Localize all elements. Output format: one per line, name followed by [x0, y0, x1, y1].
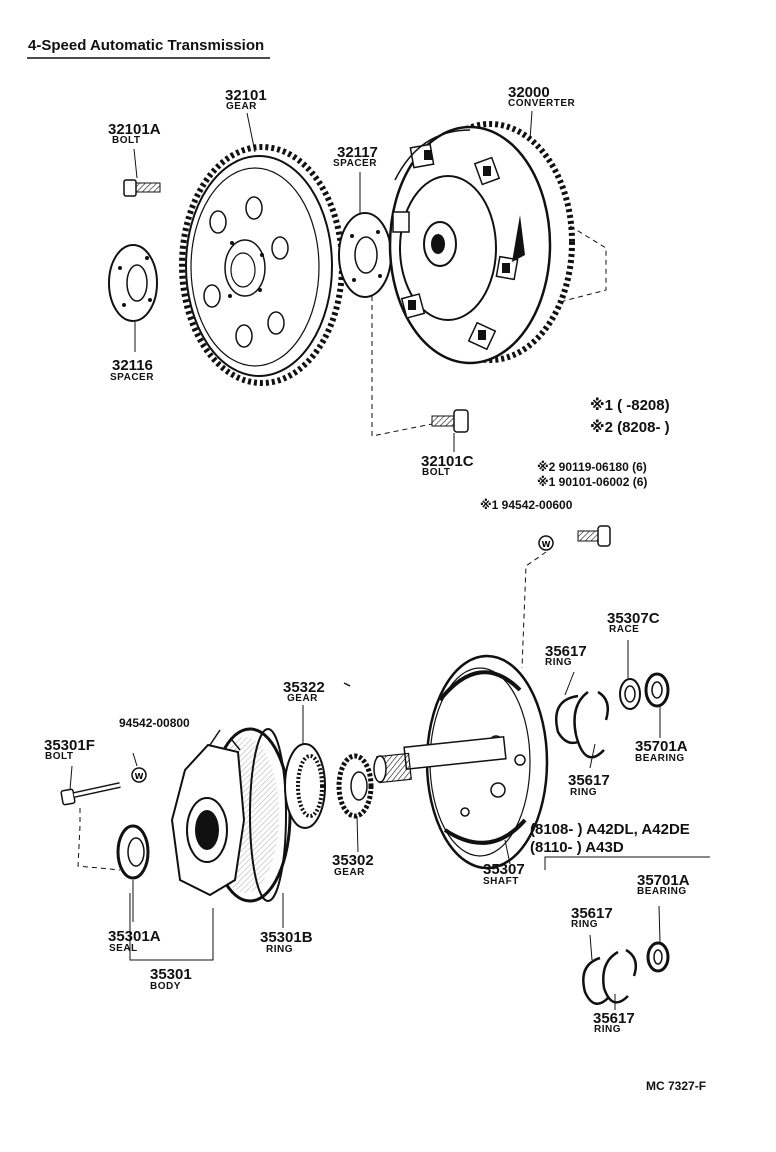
bolt-note-1: ※1 90101-06002 (6) [537, 475, 648, 489]
drive-gear-35302 [336, 753, 374, 819]
ring-35617-a [555, 694, 579, 745]
bolt-32101C [431, 409, 469, 433]
part-name-32000: CONVERTER [508, 98, 576, 109]
ring-35617-b [573, 690, 609, 759]
part-name-32101A: BOLT [112, 135, 141, 146]
part-number-32101C: 32101C [421, 453, 474, 470]
oil-pump-body [170, 727, 292, 903]
part-name-35322: GEAR [287, 693, 318, 704]
note-1: ※1 ( -8208) [590, 397, 670, 414]
driven-gear-35322 [284, 743, 326, 829]
ring-35301B [249, 728, 287, 902]
part-name-35617-b: RING [570, 787, 597, 798]
part-name-35301A: SEAL [109, 943, 138, 954]
part-name-35701A-b: BEARING [637, 886, 687, 897]
part-number-35617-d: 35617 [593, 1010, 635, 1027]
part-name-32101C: BOLT [422, 467, 451, 478]
part-number-32117: 32117 [337, 144, 378, 161]
part-number-35701A-b: 35701A [637, 872, 690, 889]
svg-text:W: W [542, 540, 551, 549]
washer-94542-00800: W [131, 767, 147, 783]
part-number-32116: 32116 [112, 357, 153, 374]
part-number-32000: 32000 [508, 84, 550, 101]
seal-35301A [116, 824, 150, 880]
part-number-35301: 35301 [150, 966, 192, 983]
bolt-35301F [60, 782, 121, 806]
bolt-note-2: ※2 90119-06180 (6) [537, 460, 647, 474]
washer-94542-00600: W [538, 535, 554, 551]
svg-text:W: W [135, 772, 144, 781]
part-name-35701A-a: BEARING [635, 753, 685, 764]
figure-code: MC 7327-F [646, 1079, 707, 1093]
part-number-35302: 35302 [332, 852, 374, 869]
part-number-35307: 35307 [483, 861, 525, 878]
spacer-32116 [108, 244, 158, 322]
part-number-35617-a: 35617 [545, 643, 587, 660]
washer-note-1: ※1 94542-00600 [480, 498, 573, 512]
variant-1: (8108- ) A42DL, A42DE [530, 821, 690, 838]
part-name-35302: GEAR [334, 867, 365, 878]
note-2: ※2 (8208- ) [590, 419, 670, 436]
page-title: 4-Speed Automatic Transmission [28, 37, 265, 54]
torque-converter [388, 121, 575, 365]
part-number-35301F: 35301F [44, 737, 95, 754]
part-name-32117: SPACER [333, 158, 377, 169]
part-name-35617-a: RING [545, 657, 572, 668]
part-number-35322: 35322 [283, 679, 325, 696]
part-number-35617-b: 35617 [568, 772, 610, 789]
part-number-35701A-a: 35701A [635, 738, 688, 755]
bolt-32101A [123, 179, 161, 197]
part-number-32101A: 32101A [108, 121, 161, 138]
stator-shaft-plate [373, 654, 549, 870]
flywheel-gear [179, 144, 345, 386]
bolt-90119 [577, 525, 611, 547]
part-number-35301A: 35301A [108, 928, 161, 945]
part-name-32101: GEAR [226, 101, 257, 112]
washer-94542-00800-label: 94542-00800 [119, 716, 190, 730]
part-name-32116: SPACER [110, 372, 154, 383]
part-name-35301: BODY [150, 981, 181, 992]
part-name-35307: SHAFT [483, 876, 519, 887]
part-number-35617-c: 35617 [571, 905, 613, 922]
variant-2: (8110- ) A43D [530, 839, 624, 856]
bearing-35701A-a [644, 672, 670, 708]
ring-35617-c [582, 956, 609, 1005]
part-name-35301F: BOLT [45, 751, 74, 762]
part-name-35617-d: RING [594, 1024, 621, 1035]
bearing-35701A-b [646, 941, 670, 973]
spacer-32117 [338, 212, 392, 298]
part-name-35617-c: RING [571, 919, 598, 930]
part-number-32101: 32101 [225, 87, 267, 104]
race-35307C [619, 678, 641, 710]
part-name-35301B: RING [266, 944, 293, 955]
part-number-35301B: 35301B [260, 929, 313, 946]
part-number-35307C: 35307C [607, 610, 660, 627]
ring-35617-d [602, 948, 637, 1004]
part-name-35307C: RACE [609, 624, 640, 635]
